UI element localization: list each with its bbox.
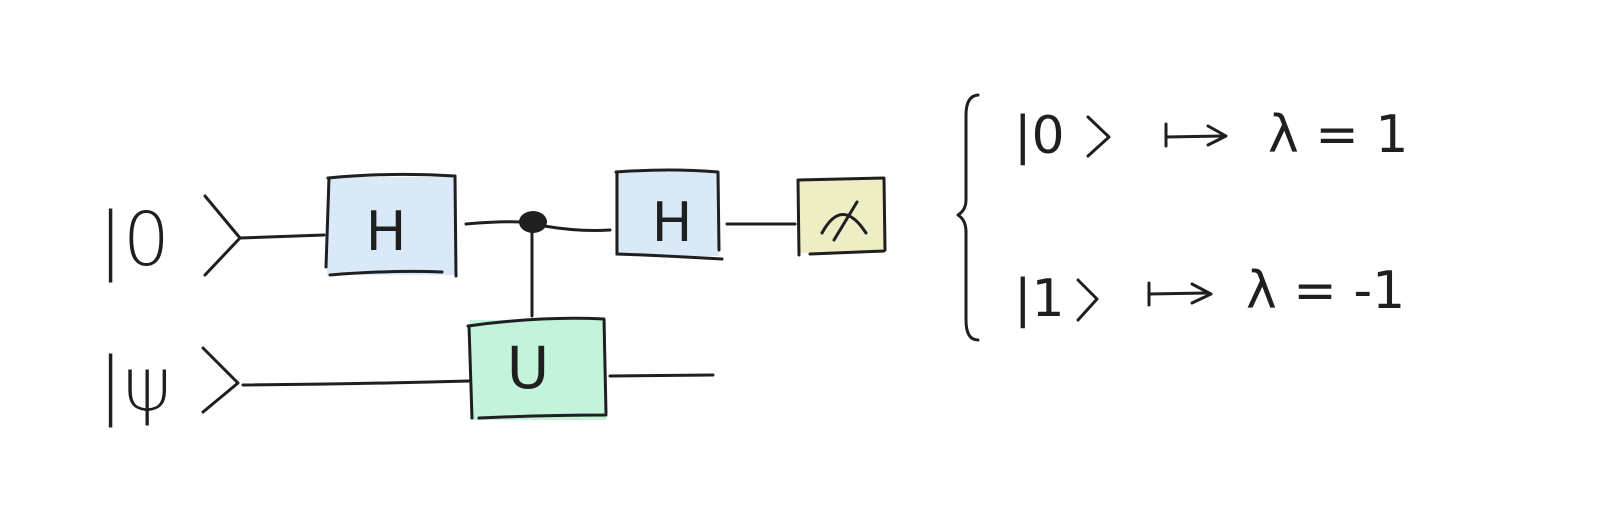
hadamard-gate-1: H <box>324 172 458 278</box>
input-ket-zero: |0 <box>98 194 242 283</box>
hadamard-gate-2-border <box>614 168 724 261</box>
outcome-2-ket-angle <box>1076 278 1099 322</box>
outcome-1-state: |0 <box>1014 106 1065 166</box>
unitary-gate: U <box>466 316 608 420</box>
measurement-meter-icon <box>820 200 868 242</box>
outcome-2-maps-to-arrow <box>1147 281 1213 307</box>
control-dot <box>519 211 547 233</box>
input-ket-zero-label: |0 <box>98 197 170 283</box>
top-wire-segment-3 <box>542 224 612 232</box>
outcome-2-state: |1 <box>1014 269 1065 329</box>
left-brace <box>956 93 980 342</box>
outcome-row-1: |0 λ = 1 <box>1014 105 1409 166</box>
unitary-gate-body <box>470 320 606 420</box>
outcome-1-result: λ = 1 <box>1268 105 1409 165</box>
hadamard-gate-2-body <box>615 172 719 256</box>
hadamard-gate-1-body <box>327 177 455 275</box>
measurement-gate-border <box>796 176 887 257</box>
input-ket-psi: |ψ <box>98 342 240 428</box>
unitary-gate-border <box>466 316 608 420</box>
unitary-gate-label: U <box>507 334 549 402</box>
top-wire-segment-1 <box>238 233 326 240</box>
outcome-1-maps-to-arrow <box>1164 122 1228 148</box>
top-wire-segment-2 <box>464 220 524 226</box>
ket-psi-angle <box>201 346 240 414</box>
bottom-wire-segment-1 <box>241 379 471 387</box>
outcome-row-2: |1 λ = -1 <box>1014 261 1405 329</box>
hadamard-gate-2-label: H <box>652 191 693 254</box>
measurement-gate <box>796 176 887 257</box>
outcome-2-result: λ = -1 <box>1246 261 1405 321</box>
outcome-1-ket-angle <box>1086 115 1111 158</box>
ket-zero-angle <box>203 194 242 277</box>
hadamard-gate-2: H <box>614 168 724 261</box>
hadamard-gate-1-border <box>324 172 458 278</box>
bottom-wire-segment-2 <box>608 373 715 378</box>
input-ket-psi-label: |ψ <box>98 342 172 428</box>
hadamard-gate-1-label: H <box>366 200 407 263</box>
